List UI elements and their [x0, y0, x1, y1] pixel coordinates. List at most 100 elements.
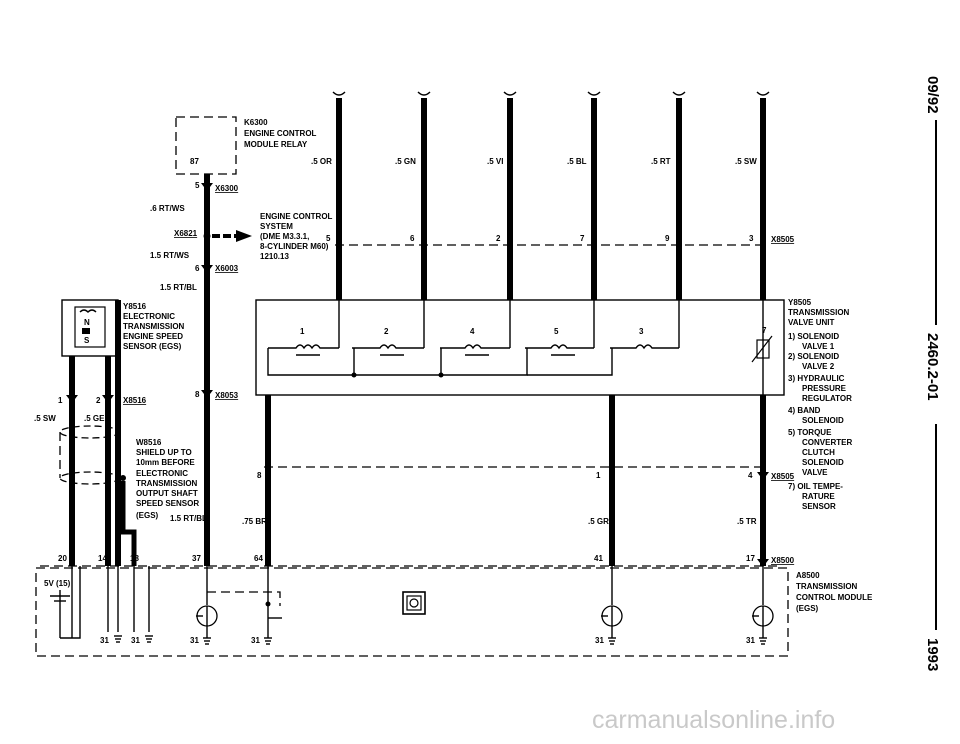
sensor-s: S	[84, 336, 90, 345]
svg-text:PRESSURE: PRESSURE	[802, 384, 847, 393]
svg-text:.5 GE: .5 GE	[84, 414, 105, 423]
svg-text:VALVE UNIT: VALVE UNIT	[788, 318, 834, 327]
valve-unit-legend: Y8505 TRANSMISSION VALVE UNIT 1) SOLENOI…	[788, 298, 852, 511]
control-module-icon	[402, 591, 426, 615]
svg-text:3: 3	[749, 234, 754, 243]
svg-text:64: 64	[254, 554, 263, 563]
svg-text:.5 GR: .5 GR	[588, 517, 609, 526]
svg-text:1.5 RT/BL: 1.5 RT/BL	[170, 514, 207, 523]
svg-text:7) OIL TEMPE-: 7) OIL TEMPE-	[788, 482, 843, 491]
svg-text:SPEED SENSOR: SPEED SENSOR	[136, 499, 199, 508]
svg-text:31: 31	[746, 636, 755, 645]
svg-text:TRANSMISSION: TRANSMISSION	[136, 479, 198, 488]
ecs-line5: 1210.13	[260, 252, 289, 261]
svg-text:Y8516: Y8516	[123, 302, 147, 311]
svg-text:37: 37	[192, 554, 201, 563]
svg-text:1: 1	[596, 471, 601, 480]
svg-text:.5 TR: .5 TR	[737, 517, 757, 526]
svg-text:7: 7	[762, 326, 767, 335]
svg-text:ELECTRONIC: ELECTRONIC	[123, 312, 175, 321]
svg-text:(EGS): (EGS)	[136, 511, 159, 520]
arrow-icon	[236, 230, 252, 242]
svg-text:SOLENOID: SOLENOID	[802, 416, 844, 425]
svg-text:SENSOR (EGS): SENSOR (EGS)	[123, 342, 182, 351]
relay-line2: MODULE RELAY	[244, 140, 308, 149]
relay-pin: 87	[190, 157, 199, 166]
svg-text:31: 31	[100, 636, 109, 645]
ecs-line4: 8-CYLINDER M60)	[260, 242, 329, 251]
wire-6rtws: .6 RT/WS	[150, 204, 185, 213]
wire-15rtws: 1.5 RT/WS	[150, 251, 190, 260]
side-year: 1993	[924, 638, 941, 671]
side-doc: 2460.2-01	[924, 333, 941, 401]
svg-text:3: 3	[639, 327, 644, 336]
svg-text:31: 31	[595, 636, 604, 645]
wire-15rtbl: 1.5 RT/BL	[160, 283, 197, 292]
svg-text:31: 31	[131, 636, 140, 645]
svg-text:SOLENOID: SOLENOID	[802, 458, 844, 467]
svg-text:TRANSMISSION: TRANSMISSION	[123, 322, 185, 331]
svg-text:CONVERTER: CONVERTER	[802, 438, 852, 447]
svg-text:Y8505: Y8505	[788, 298, 812, 307]
svg-text:2: 2	[496, 234, 501, 243]
ecs-line3: (DME M3.3.1,	[260, 232, 309, 241]
svg-text:5: 5	[326, 234, 331, 243]
svg-text:5: 5	[195, 181, 200, 190]
svg-text:2: 2	[384, 327, 389, 336]
svg-text:18: 18	[130, 554, 139, 563]
svg-text:7: 7	[580, 234, 585, 243]
svg-text:(EGS): (EGS)	[796, 604, 819, 613]
svg-text:4: 4	[748, 471, 753, 480]
svg-text:RATURE: RATURE	[802, 492, 835, 501]
svg-text:4) BAND: 4) BAND	[788, 406, 821, 415]
svg-text:.75 BR: .75 BR	[242, 517, 267, 526]
conn-x6300: X6300	[215, 184, 239, 193]
module-a8500: A8500 TRANSMISSION CONTROL MODULE (EGS) …	[35, 566, 873, 657]
svg-text:31: 31	[190, 636, 199, 645]
svg-text:CONTROL MODULE: CONTROL MODULE	[796, 593, 873, 602]
svg-text:.5 SW: .5 SW	[735, 157, 757, 166]
svg-text:3) HYDRAULIC: 3) HYDRAULIC	[788, 374, 845, 383]
svg-text:VALVE 1: VALVE 1	[802, 342, 835, 351]
svg-text:VALVE: VALVE	[802, 468, 828, 477]
conn-x6821: X6821	[174, 229, 198, 238]
svg-text:TRANSMISSION: TRANSMISSION	[796, 582, 858, 591]
svg-text:2) SOLENOID: 2) SOLENOID	[788, 352, 839, 361]
relay-line1: ENGINE CONTROL	[244, 129, 317, 138]
svg-text:OUTPUT SHAFT: OUTPUT SHAFT	[136, 489, 198, 498]
svg-text:VALVE 2: VALVE 2	[802, 362, 835, 371]
svg-text:4: 4	[470, 327, 475, 336]
svg-text:8: 8	[257, 471, 262, 480]
ecs-line2: SYSTEM	[260, 222, 293, 231]
svg-text:5) TORQUE: 5) TORQUE	[788, 428, 832, 437]
svg-text:17: 17	[746, 554, 755, 563]
svg-text:10mm BEFORE: 10mm BEFORE	[136, 458, 195, 467]
conn-x8500: X8500	[771, 556, 795, 565]
svg-text:8: 8	[195, 390, 200, 399]
svg-text:2: 2	[96, 396, 101, 405]
svg-text:31: 31	[251, 636, 260, 645]
relay-code: K6300	[244, 118, 268, 127]
svg-text:ENGINE SPEED: ENGINE SPEED	[123, 332, 183, 341]
conn-x8053: X8053	[215, 391, 239, 400]
conn-x8505-bottom: X8505	[771, 472, 795, 481]
svg-text:5: 5	[554, 327, 559, 336]
svg-text:TRANSMISSION: TRANSMISSION	[788, 308, 850, 317]
sensor-n: N	[84, 318, 90, 327]
svg-text:41: 41	[594, 554, 603, 563]
svg-text:1: 1	[58, 396, 63, 405]
svg-text:14: 14	[98, 554, 107, 563]
top-wires: .5 OR .5 GN .5 VI .5 BL .5 RT .5 SW	[311, 91, 770, 300]
watermark: carmanualsonline.info	[592, 706, 835, 734]
svg-text:.5 VI: .5 VI	[487, 157, 503, 166]
svg-text:SHIELD UP TO: SHIELD UP TO	[136, 448, 192, 457]
svg-text:1) SOLENOID: 1) SOLENOID	[788, 332, 839, 341]
svg-text:SENSOR: SENSOR	[802, 502, 836, 511]
svg-text:.5 RT: .5 RT	[651, 157, 671, 166]
shield-w8516: W8516 SHIELD UP TO 10mm BEFORE ELECTRONI…	[59, 425, 207, 566]
relay-k6300: K6300 ENGINE CONTROL MODULE RELAY 87	[175, 116, 317, 175]
conn-x8516: X8516	[123, 396, 147, 405]
side-labels: 09/92 2460.2-01 1993	[924, 76, 941, 671]
svg-text:.5 OR: .5 OR	[311, 157, 332, 166]
sensor-y8516: N S Y8516 ELECTRONIC TRANSMISSION ENGINE…	[61, 299, 185, 566]
